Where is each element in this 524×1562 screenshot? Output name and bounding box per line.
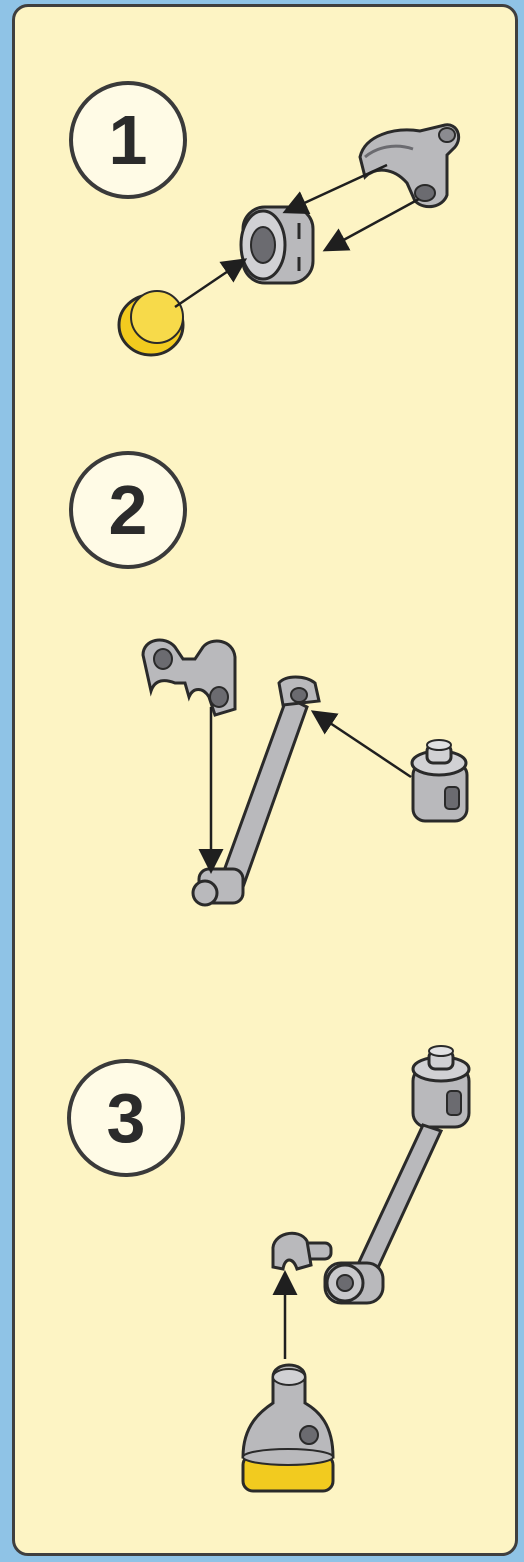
knob-part-step-3 — [413, 1046, 469, 1127]
step-3-illustration — [243, 1046, 469, 1491]
round-connector-step-1 — [241, 207, 313, 283]
knob-part-step-2 — [412, 740, 467, 821]
clip-part-step-1 — [360, 125, 459, 207]
arrow-step-1-b — [327, 199, 419, 249]
arrow-step-1-c — [175, 261, 243, 307]
step-1-illustration — [119, 125, 459, 355]
arrow-step-2-b — [315, 713, 411, 777]
yellow-cap-step-1 — [119, 291, 183, 355]
instruction-panel: 1 2 3 — [12, 4, 518, 1556]
arrow-step-1-a — [287, 165, 387, 211]
base-part-step-3 — [243, 1365, 333, 1491]
step-2-illustration — [143, 640, 467, 905]
assembly-illustration — [15, 7, 518, 1556]
double-clip-step-2 — [143, 640, 235, 715]
small-clip-step-3 — [273, 1233, 311, 1269]
rod-step-3 — [353, 1125, 441, 1283]
